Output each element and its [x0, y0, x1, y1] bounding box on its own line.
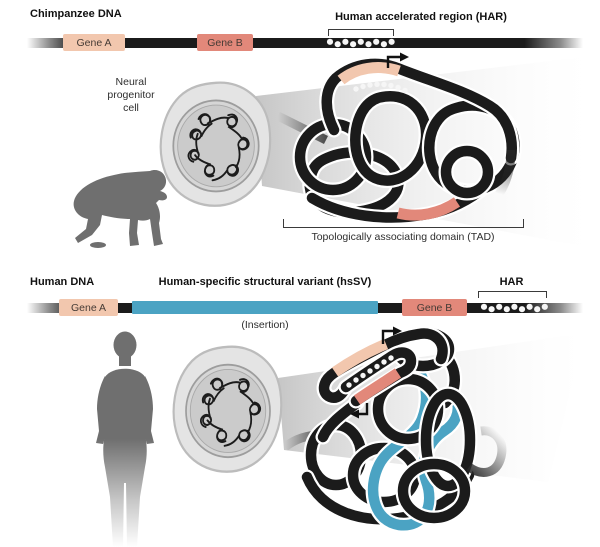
hssv-label: Human-specific structural variant (hsSV) — [158, 276, 372, 288]
tad-bracket — [283, 219, 524, 228]
human-silhouette — [96, 331, 154, 547]
human-panel-title: Human DNA — [30, 276, 95, 288]
human-neural-progenitor-cell — [172, 345, 283, 473]
har-label-bottom: HAR — [499, 276, 524, 288]
tad-label: Topologically associating domain (TAD) — [311, 231, 495, 243]
hssv-insertion-segment — [132, 301, 378, 314]
chimp-tad-har-beads — [353, 81, 408, 94]
human-gene-a-block: Gene A — [59, 299, 118, 316]
chimp-panel-title: Chimpanzee DNA — [30, 8, 122, 20]
human-tad-gene-a-segment — [331, 338, 389, 377]
insertion-label: (Insertion) — [241, 319, 289, 331]
chimp-gene-b-block: Gene B — [197, 34, 253, 51]
human-gene-b-transcription-arrow-icon — [350, 403, 369, 419]
human-gene-b-block: Gene B — [402, 299, 467, 316]
chimp-tad-tangle-graphic — [278, 52, 522, 225]
human-tad-har-beads — [346, 355, 394, 388]
neural-progenitor-cell-label: Neural progenitor cell — [107, 76, 155, 114]
chimp-gene-a-block: Gene A — [63, 34, 125, 51]
chimp-neural-progenitor-cell — [159, 81, 272, 207]
chimp-tad-gene-b-segment — [396, 197, 461, 221]
chimpanzee-silhouette — [73, 170, 167, 248]
chimp-gene-b-label: Gene B — [207, 36, 243, 49]
chimp-dna-bar — [27, 38, 583, 48]
har-bracket-top — [328, 29, 394, 36]
human-tad-gene-b-segment — [353, 368, 402, 405]
human-gene-b-label: Gene B — [416, 301, 453, 314]
har-bracket-bottom — [478, 291, 547, 298]
chimp-tad-gene-a-segment — [337, 62, 401, 85]
chimp-transcription-arrow-icon — [386, 52, 409, 68]
human-gene-a-label: Gene A — [70, 301, 107, 314]
chimp-gene-a-label: Gene A — [76, 36, 112, 49]
human-gene-a-transcription-arrow-icon — [381, 326, 402, 344]
human-tad-tangle-graphic — [283, 325, 507, 533]
har-label-top: Human accelerated region (HAR) — [335, 11, 507, 23]
